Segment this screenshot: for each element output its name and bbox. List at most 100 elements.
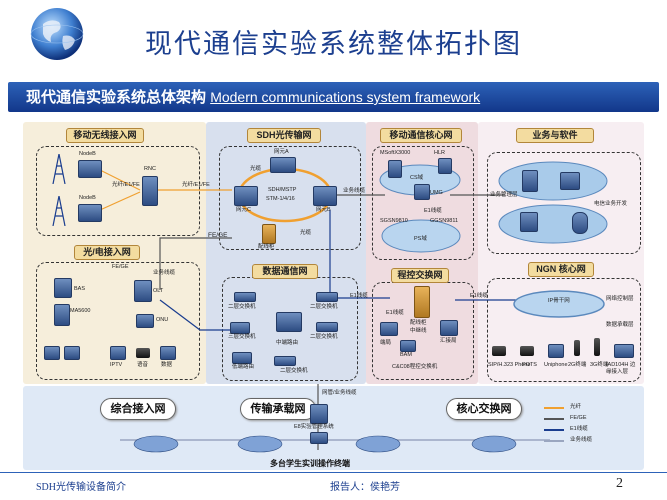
line-nodeb2-rnc [99,191,141,211]
net-element-b [313,186,337,206]
fiber-bottom-label: 光缆 [300,230,312,236]
l2a-label: 二层交换机 [228,304,256,310]
3g-label: 3G终端 [590,362,609,368]
e1-line-label: E1线缆 [350,293,368,299]
svc-server-3 [520,212,538,232]
nodeb-tower-icon [52,196,66,226]
nodeb-device-1 [78,160,102,178]
uniphone-label: Uniphone [544,362,568,368]
nodeb-tower-icon [52,154,66,184]
pots-phone-icon [520,346,534,356]
page-title: 现代通信实验系统整体拓扑图 [145,29,522,59]
box-integrated-access: 综合接入网 [100,398,176,420]
rnc-device [142,176,158,206]
sdh-core-label: SDH/MSTP [268,187,297,193]
group-sdh [219,146,361,250]
l2-switch-c [316,322,338,332]
ma5600-label: MA5600 [70,308,91,314]
pots-label: POTS [522,362,537,368]
group-ngn [487,278,641,382]
terminal-cluster-2 [237,435,283,453]
umg-device [414,184,430,200]
svc-server-2 [560,172,580,190]
terminal-cluster-4 [471,435,517,453]
2g-label: 2G终端 [568,362,587,368]
mgmt-sys-label: E8实验管理系统 [294,424,334,430]
legend-item: E1线缆 [544,424,634,435]
terminal-label: 端局 [380,340,392,346]
l3-switch [230,322,250,334]
footer-rule [0,472,667,473]
sip-phone-icon [492,346,506,356]
msoftx-device [388,160,402,178]
header-en: Modern communications system framework [210,89,481,105]
line-optical-data [159,299,235,331]
odf-label: 配线柜 [258,244,275,250]
label-mobile-radio: 移动无线接入网 [66,128,144,143]
voice-terminal [136,348,150,358]
data-layer-label: 数据承载层 [606,322,634,328]
rnc-label: RNC [144,166,156,172]
access-terminal-1 [44,346,60,360]
footer-reporter: 报告人：侯艳芳 [330,482,400,493]
net-a-label: 网元A [274,149,289,155]
net-c-label: 网元C [236,207,251,213]
net-element-a [270,157,296,173]
terminal-office-device [380,322,398,336]
stm-label: STM-1/4/16 [266,196,295,202]
svc-mgmt-label: 业务管理层 [490,192,518,198]
sip-label: SIP/H.323 Phone [488,362,531,368]
box-core-switch: 核心交换网 [446,398,522,420]
bas-label: BAS [74,286,86,292]
switch-cabinet [414,286,430,318]
group-mobile-radio [36,146,200,236]
3g-phone-icon [594,338,600,356]
mgmt-switch [310,432,328,444]
msoftx-label: MSoftX3000 [380,150,411,156]
legend: 光纤 FE/GE E1线缆 业务线缆 [544,402,634,446]
hlr-device [438,158,452,174]
fiber-top-label: 光缆 [250,166,262,172]
ip-backbone-ring [513,290,605,318]
odf-cabinet [262,224,276,244]
legend-swatch-1 [544,417,564,420]
globe-logo [30,8,84,60]
group-mobile-core [372,146,474,260]
legend-swatch-0 [544,406,564,409]
e1-cable-label: E1线缆 [386,310,404,316]
box-transport: 传输承载网 [240,398,316,420]
mid-router-label: 中端路由 [276,340,299,346]
terminal-cluster-3 [355,435,401,453]
voice-label: 语音 [137,362,149,368]
hlr-label: HLR [434,150,446,156]
legend-item: 业务线缆 [544,435,634,446]
label-ngn: NGN 核心网 [528,262,594,277]
odf2-label: 配线柜 [410,320,427,326]
line-nodeb1-rnc [99,169,141,191]
label-mobile-core: 移动通信核心网 [380,128,462,143]
cs-label: CS域 [410,175,424,181]
footer-left: SDH光传输设备简介 [36,482,127,493]
legend-item: 光纤 [544,402,634,413]
label-services: 业务与软件 [516,128,594,143]
low-router [232,352,252,364]
ps-domain-cloud [381,219,461,253]
relay-label: 中继线 [410,328,427,334]
onu-device [136,314,154,328]
l2-switch-a [234,292,256,302]
tandem-device [440,320,458,336]
c-switch-label: 汇接局 [440,338,457,344]
mid-router [276,312,302,332]
bam-label: BAM [400,352,412,358]
fe-ge-label: FE/GE [208,232,228,239]
group-optical [36,262,200,380]
ggsn-label: GGSN9811 [430,218,459,224]
low-router-label: 低端路由 [232,364,255,370]
iad-device [614,344,634,358]
svc-server-1 [522,170,538,192]
ip-backbone-label: IP骨干网 [548,298,570,304]
l2d-label: 二层交换机 [280,368,308,374]
svc-line-bottom-label: 网管/业务线缆 [322,390,357,396]
line-fe-ge [159,237,232,290]
